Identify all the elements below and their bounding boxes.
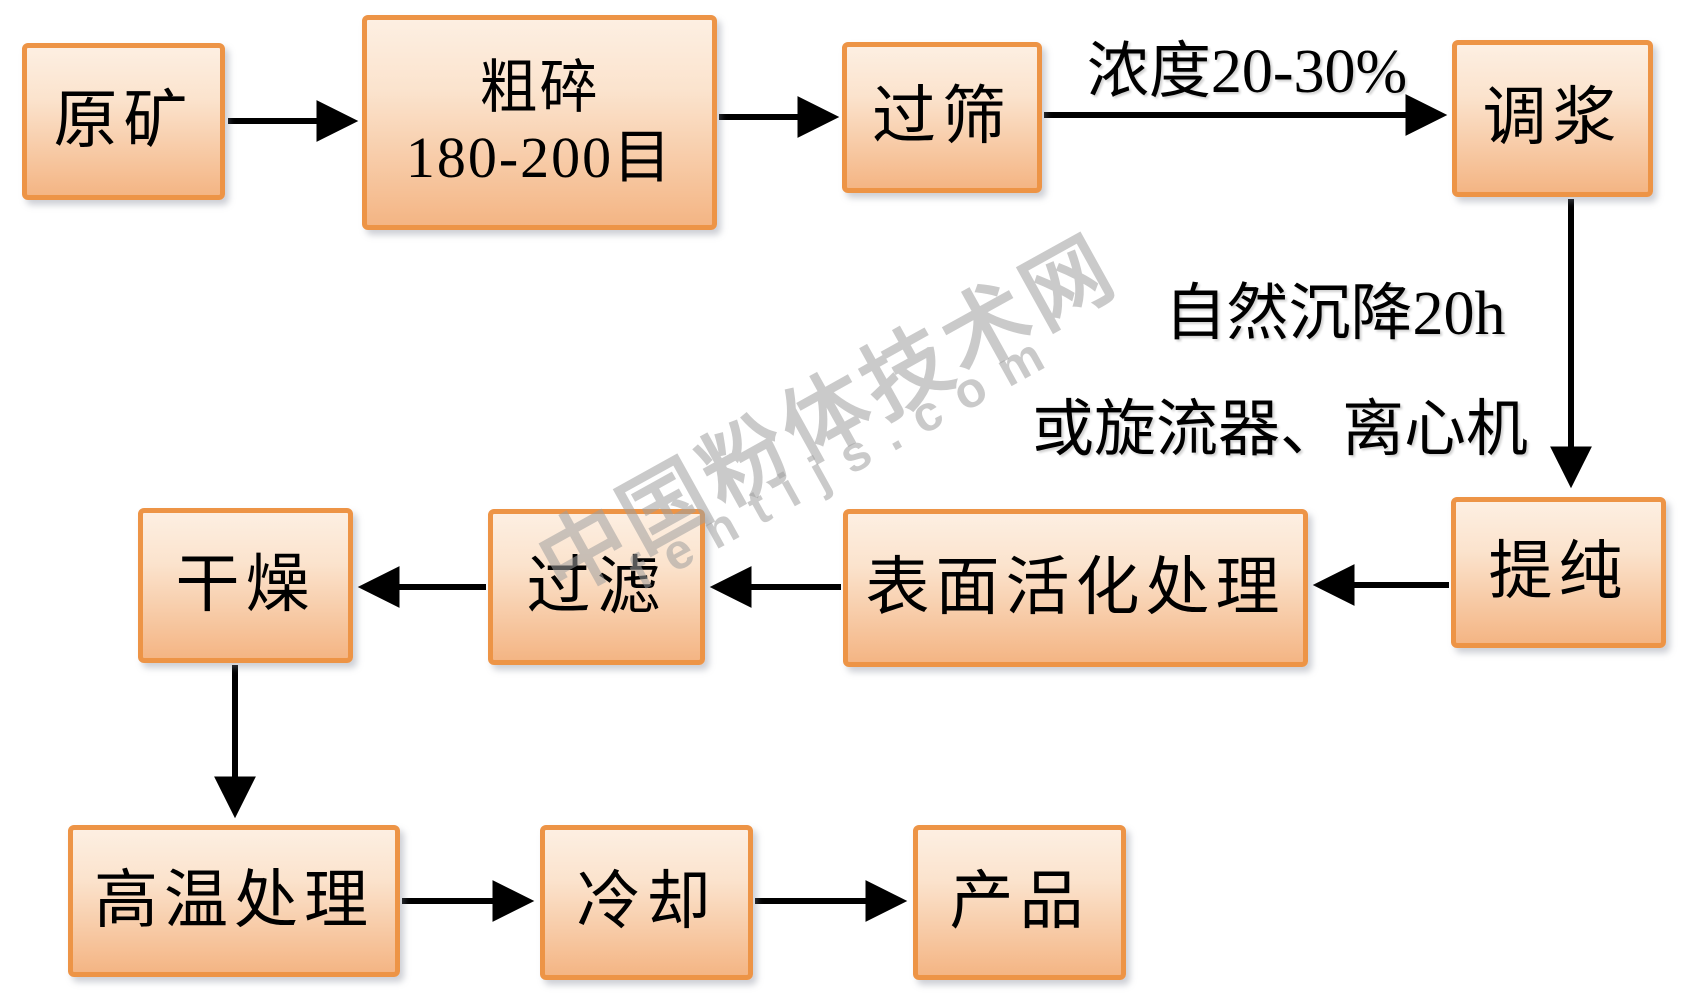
node-filtration: 过滤	[488, 509, 705, 665]
node-product-label: 产品	[949, 866, 1090, 938]
node-product: 产品	[913, 825, 1126, 980]
node-raw-ore-label: 原矿	[53, 85, 194, 157]
node-drying: 干燥	[138, 508, 353, 663]
node-coarse-crushing-label-line1: 粗碎	[479, 54, 600, 120]
edge-label-settling: 自然沉降20h	[1164, 280, 1506, 348]
node-purification: 提纯	[1451, 497, 1666, 648]
node-surface-activation: 表面活化处理	[843, 509, 1308, 667]
node-cooling-label: 冷却	[576, 866, 717, 938]
node-sieving-label: 过筛	[872, 81, 1012, 153]
node-high-temp-treatment: 高温处理	[68, 825, 400, 977]
node-purification-label: 提纯	[1488, 536, 1629, 608]
node-raw-ore: 原矿	[22, 43, 225, 200]
node-slurry-mixing: 调浆	[1452, 40, 1653, 197]
node-slurry-mixing-label: 调浆	[1482, 82, 1623, 154]
node-surface-activation-label: 表面活化处理	[865, 551, 1286, 623]
node-filtration-label: 过滤	[526, 550, 667, 622]
edge-label-or-equipment: 或旋流器、离心机	[1031, 396, 1528, 464]
node-coarse-crushing: 粗碎 180-200目	[362, 15, 717, 230]
node-coarse-crushing-label-line2: 180-200目	[405, 124, 674, 190]
node-drying-label: 干燥	[175, 549, 316, 621]
node-cooling: 冷却	[540, 825, 753, 980]
node-high-temp-treatment-label: 高温处理	[94, 864, 374, 936]
edge-label-concentration: 浓度20-30%	[1086, 38, 1408, 106]
node-sieving: 过筛	[842, 42, 1042, 193]
